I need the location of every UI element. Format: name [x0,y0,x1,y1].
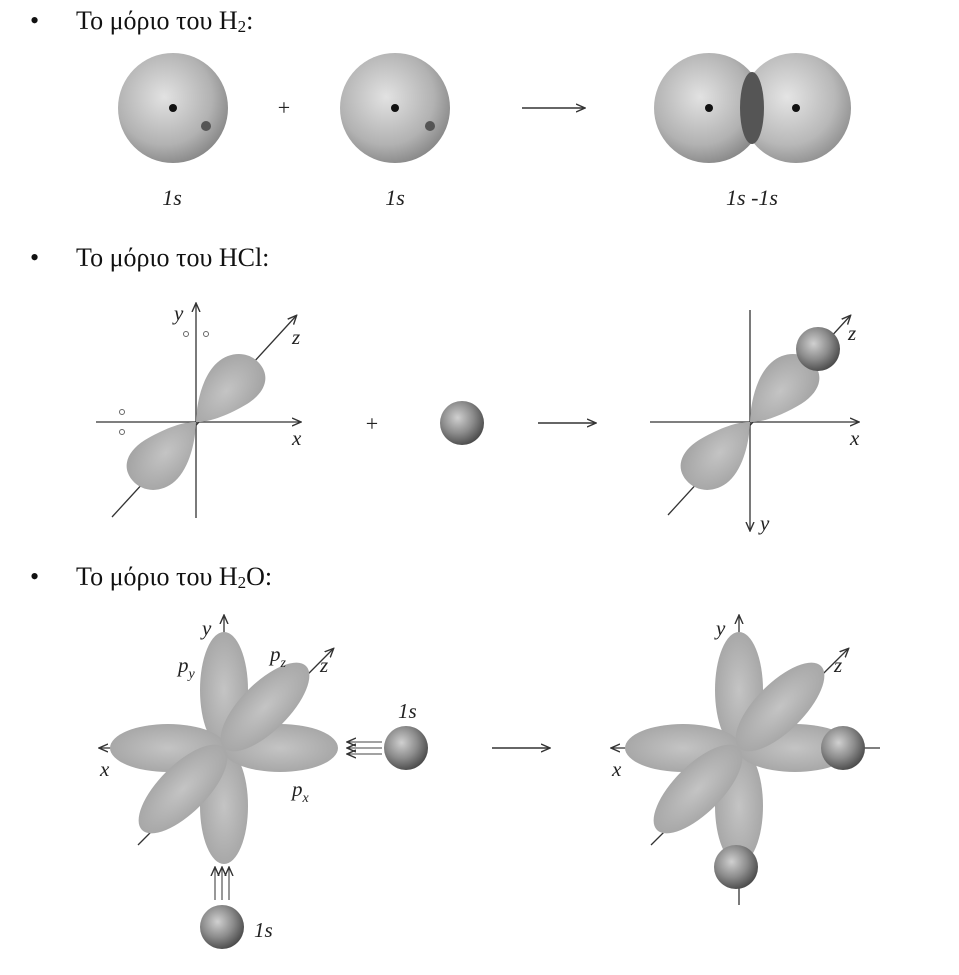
heading-subscript: 2 [237,573,247,592]
electron-dot [119,409,125,415]
h-atom-1s-sphere [440,401,484,445]
axis-label-x: x [849,426,860,450]
axis-label-z: z [833,653,842,677]
h-atom-1s-sphere [384,726,428,770]
hcl-p-orbital: x y z [96,301,302,518]
nucleus-dot [705,104,713,112]
axis-label-y: y [200,616,212,640]
h-atom-1s-sphere [714,845,758,889]
pz-lobe [138,744,228,834]
nucleus-dot [169,104,177,112]
overlap-region [740,72,764,144]
pz-lobe [653,744,743,834]
heading-hcl: • Το μόριο του HCl: [30,243,269,279]
heading-h2: • Το μόριο του H2: [30,6,253,42]
hcl-molecule: x y z [650,310,860,535]
h2-molecule [654,53,851,163]
electron-dot [201,121,211,131]
axis-label-y: y [172,301,184,325]
h2o-p-orbitals: y x z py pz px [99,616,338,864]
label-1s: 1s [398,699,417,723]
nucleus-dot [792,104,800,112]
h-atom-1s-sphere [796,327,840,371]
heading-suffix: : [246,6,254,35]
pz-lobe [735,662,825,752]
electron-dot [183,331,189,337]
heading-h2o: • Το μόριο του H2O: [30,562,272,598]
heading-text: Το μόριο του H [76,562,238,591]
plus-sign: + [278,95,290,120]
axis-label-x: x [291,426,302,450]
axis-label-x: x [99,757,110,781]
axis-label-x: x [611,757,622,781]
pz-lobe [220,662,310,752]
heading-suffix: O: [246,562,273,591]
axis-label-z: z [847,321,856,345]
axis-label-z: z [319,653,328,677]
electron-dot [203,331,209,337]
label-1s: 1s [254,918,273,942]
nucleus-dot [391,104,399,112]
label-1s-right: 1s [385,185,405,210]
label-1s-left: 1s [162,185,182,210]
plus-sign: + [366,411,378,436]
label-py: py [176,653,196,682]
axis-label-z: z [291,325,300,349]
heading-suffix: : [262,243,270,272]
label-pz: pz [268,642,287,671]
heading-text: Το μόριο του HCl [76,243,263,272]
h-atom-1s-sphere [821,726,865,770]
label-px: px [290,777,310,806]
h2o-molecule: y x z [611,616,880,905]
axis-label-y: y [714,616,726,640]
label-1s-1s: 1s -1s [726,185,778,210]
electron-dot [119,429,125,435]
electron-dot [425,121,435,131]
bullet: • [30,562,40,591]
incoming-h-right: 1s [348,699,428,770]
bullet: • [30,243,40,272]
incoming-h-bottom: 1s [200,868,273,949]
heading-subscript: 2 [237,17,247,36]
heading-text: Το μόριο του H [76,6,238,35]
h2-atom-left [118,53,228,163]
h2-atom-right [340,53,450,163]
h-atom-1s-sphere [200,905,244,949]
axis-label-y: y [758,511,770,535]
bullet: • [30,6,40,35]
